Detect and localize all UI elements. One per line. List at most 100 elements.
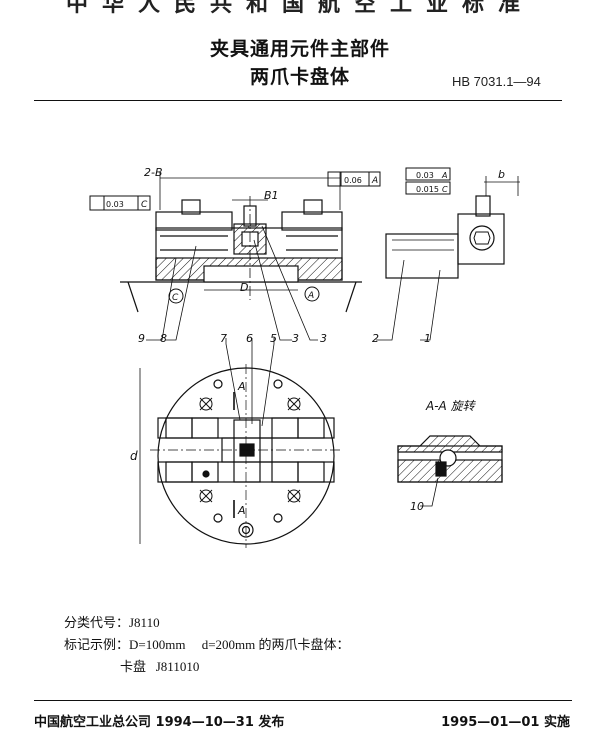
x-mark-6 — [199, 489, 213, 503]
part-number-3: 3 — [320, 332, 327, 345]
hole-icon — [273, 513, 283, 523]
slot-cell-8 — [297, 461, 325, 483]
leader-10 — [420, 477, 439, 507]
slot-cell-1 — [165, 417, 193, 439]
part-number-4: 3 — [292, 332, 299, 345]
dim-b1: B1 — [264, 189, 279, 202]
tol-datum-a: A — [371, 176, 378, 186]
side-body — [385, 233, 459, 279]
tolerance-frame-flatness — [327, 171, 381, 187]
section-pin — [435, 461, 447, 477]
dim-2b: 2-B — [144, 166, 163, 179]
section-view-text: A-A 旋转 10 — [410, 399, 477, 513]
tol-par-a: 0.03 — [416, 171, 434, 180]
issue-statement: 中国航空工业总公司 1994—10—31 发布 — [34, 715, 285, 730]
hole-icon — [213, 379, 223, 389]
hex-socket-icon — [473, 231, 491, 245]
section-a-a-view — [397, 435, 503, 507]
center-recess — [203, 265, 299, 283]
dim-d-lower: d — [130, 449, 138, 463]
tol-datum-c: C — [141, 200, 148, 210]
x-mark-4 — [287, 397, 301, 411]
section-hatch-top — [397, 435, 503, 453]
plan-view — [139, 338, 342, 548]
marking-code: 卡盘 J811010 — [120, 659, 200, 674]
threaded-hole-icon — [287, 397, 301, 411]
tol-perp-c-datum: C — [442, 185, 448, 194]
leader-5 — [261, 338, 275, 427]
front-view-text: 2-B B1 D 0.06 A 0.03 C C A 9 8 3 3 — [106, 166, 378, 345]
section-label-top: A — [237, 380, 246, 393]
hole-icon — [213, 513, 223, 523]
jaw-right — [281, 211, 343, 231]
datum-a-label: A — [307, 291, 314, 301]
leader-8 — [166, 245, 197, 341]
leader-9 — [146, 257, 177, 341]
leader-3 — [261, 225, 318, 341]
tol-perp-c: 0.015 — [416, 185, 439, 194]
slot-cell-6 — [191, 461, 219, 483]
dim-d-upper: D — [240, 281, 248, 294]
x-mark-8 — [287, 489, 301, 503]
tol-par-a-datum: A — [441, 171, 447, 180]
slot-cell-5 — [165, 461, 193, 483]
datum-circle-c — [168, 288, 184, 304]
center-jaw — [233, 419, 261, 483]
tol-parallel: 0.03 — [106, 200, 124, 209]
jaw-left-top — [181, 199, 201, 215]
part-number-2: 2 — [372, 332, 379, 345]
side-jaw — [457, 213, 505, 265]
part-number-9: 9 — [138, 332, 145, 345]
base-left-edge — [127, 281, 139, 313]
part-number-5: 5 — [270, 332, 277, 345]
standard-number: HB 7031.1—94 — [452, 74, 541, 89]
tolerance-frame-parallel — [89, 195, 151, 211]
leader-1 — [420, 269, 441, 341]
dim-b: b — [498, 168, 505, 181]
slot-cell-7 — [271, 461, 299, 483]
hole-icon — [273, 379, 283, 389]
tolerance-frame-perp-c — [405, 181, 451, 195]
document-title: 夹具通用元件主部件 — [209, 38, 390, 60]
jaw-left — [155, 211, 233, 231]
part-number-1: 1 — [424, 332, 431, 345]
classification-code: 分类代号：J8110 — [64, 615, 160, 630]
footer-rule — [34, 700, 572, 701]
front-section-view — [89, 171, 381, 341]
leader-4 — [253, 239, 292, 341]
plan-view-text: d A A 7 6 5 — [130, 332, 277, 517]
x-mark-2 — [199, 397, 213, 411]
threaded-hole-icon — [199, 489, 213, 503]
threaded-hole-icon — [199, 397, 213, 411]
side-view — [376, 167, 520, 341]
implementation-date: 1995—01—01 实施 — [441, 715, 570, 730]
base-right-edge — [345, 281, 357, 313]
leader-7 — [225, 338, 241, 421]
part-number-8: 8 — [160, 332, 167, 345]
counterbore-hole-icon — [238, 522, 254, 538]
header-banner: 中华人民共和国航空工业标准 — [65, 0, 534, 17]
side-view-text: b 0.03 A 0.015 C 2 1 — [372, 168, 505, 345]
leader-2 — [376, 259, 405, 341]
side-jaw-top — [475, 195, 491, 217]
part-number-6: 6 — [246, 332, 253, 345]
document-subtitle: 两爪卡盘体 — [249, 66, 350, 88]
marking-example: 标记示例：D=100mm d=200mm 的两爪卡盘体： — [64, 637, 350, 652]
threaded-hole-icon — [287, 489, 301, 503]
datum-c-label: C — [172, 293, 179, 303]
tol-flatness: 0.06 — [344, 176, 362, 185]
part-number-7: 7 — [220, 332, 227, 345]
slot-cell-2 — [191, 417, 219, 439]
header-rule — [34, 100, 562, 101]
counterbore-inner — [241, 525, 251, 535]
slot-cell-4 — [297, 417, 325, 439]
section-label-bottom: A — [237, 504, 246, 517]
side-screw-circle — [469, 225, 495, 251]
pin-icon — [202, 470, 210, 478]
slot-cell-3 — [271, 417, 299, 439]
tolerance-frame-par-a — [405, 167, 451, 181]
part-number-10: 10 — [410, 500, 424, 513]
datum-circle-a — [304, 286, 320, 302]
jaw-right-top — [303, 199, 323, 215]
